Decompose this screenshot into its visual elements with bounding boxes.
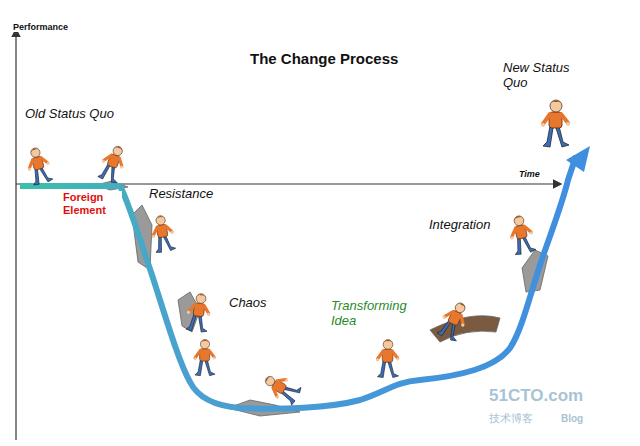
axis-label: Performance xyxy=(12,22,69,32)
stage-label: Old Status Quo xyxy=(24,107,115,122)
stage-label: Transforming Idea xyxy=(330,299,416,329)
cartoon-figures xyxy=(23,100,570,407)
stage-label: New Status Quo xyxy=(502,61,584,91)
change-curve xyxy=(20,156,576,409)
watermark: 51CTO.com xyxy=(488,386,584,406)
stage-label: Resistance xyxy=(148,187,214,202)
stage-label: Foreign Element xyxy=(62,191,122,216)
diagram-title: The Change Process xyxy=(249,50,399,67)
curve-arrowhead xyxy=(566,146,590,172)
stage-label: Chaos xyxy=(228,296,268,311)
watermark: Blog xyxy=(560,413,584,425)
performance-axis xyxy=(15,30,16,440)
axis-label: Time xyxy=(518,169,541,179)
watermark: 技术博客 xyxy=(488,412,534,425)
rock-patches xyxy=(96,181,548,416)
stage-label: Integration xyxy=(428,218,491,233)
